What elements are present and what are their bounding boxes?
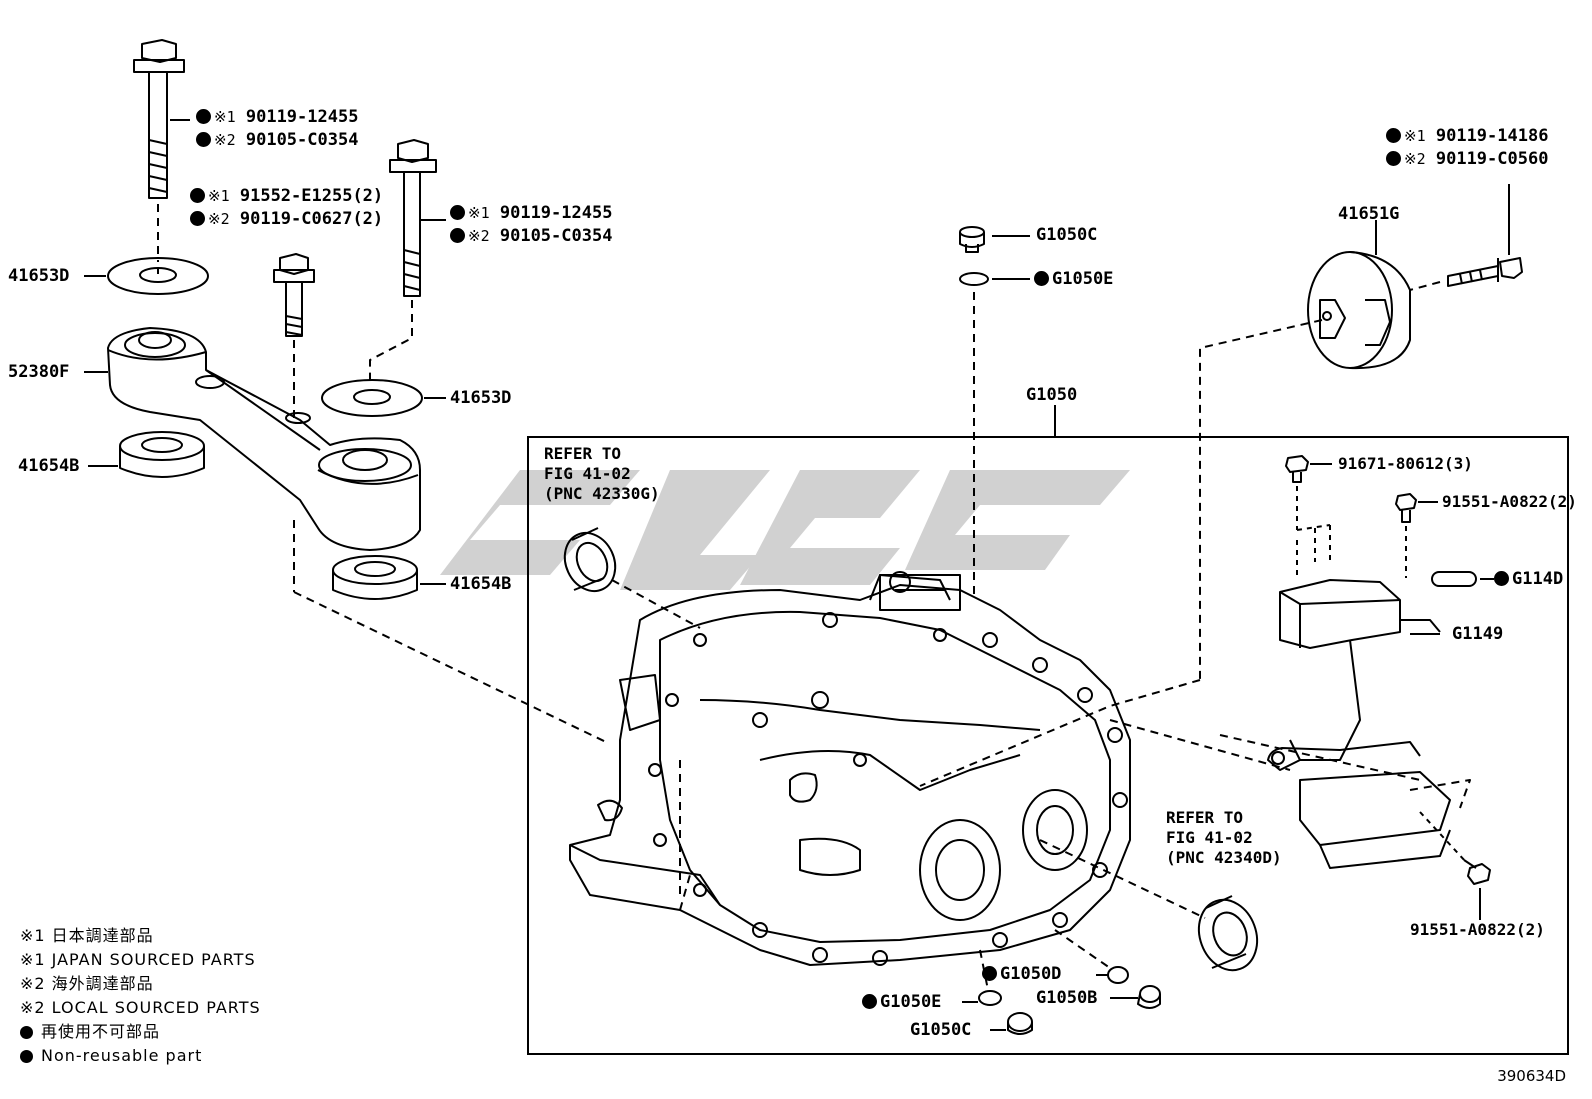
- bolt-upper-right: [1447, 257, 1523, 287]
- washer-41653D-right: [321, 379, 423, 417]
- washer-41653D-left: [107, 257, 209, 295]
- non-reusable-dot-icon: [1386, 128, 1401, 143]
- bracket-52380F: [107, 327, 421, 551]
- note-refer-left: REFER TO FIG 41-02 (PNC 42330G): [544, 444, 660, 503]
- part-number: 90119-14186: [1435, 126, 1549, 146]
- seal-G114D: [1431, 571, 1477, 587]
- non-reusable-dot-icon: [1494, 571, 1509, 586]
- label-G1050B: G1050B: [1036, 988, 1098, 1008]
- label-41654B-left: 41654B: [18, 456, 80, 476]
- label-41651G: 41651G: [1338, 204, 1400, 224]
- non-reusable-dot-icon: [450, 205, 465, 220]
- harness-G1149: [1267, 579, 1451, 869]
- label-G1149: G1149: [1452, 624, 1504, 644]
- callout-bolt-upper-center-japan: ※1 90119-12455: [450, 203, 612, 223]
- legend-local-en: ※2 LOCAL SOURCED PARTS: [20, 998, 261, 1017]
- label-41654B-right: 41654B: [450, 574, 512, 594]
- assembly-frame: [527, 436, 1569, 1055]
- diagram-id: 390634D: [1497, 1067, 1566, 1085]
- callout-bolt-upper-left-local: ※2 90105-C0354: [196, 130, 358, 150]
- note-refer-right: REFER TO FIG 41-02 (PNC 42340D): [1166, 808, 1282, 867]
- callout-bolt-upper-left-japan: ※1 90119-12455: [196, 107, 358, 127]
- callout-bolt-upper-right-japan: ※1 90119-14186: [1386, 126, 1548, 146]
- bolt-upper-left: [133, 39, 185, 199]
- bolt-middle: [273, 253, 315, 337]
- label-41653D-right: 41653D: [450, 388, 512, 408]
- mount-41651G: [1307, 251, 1411, 370]
- non-reusable-dot-icon: [196, 109, 211, 124]
- label-G1050E-bottom: G1050E: [862, 992, 941, 1012]
- callout-bolt-upper-right-local: ※2 90119-C0560: [1386, 149, 1548, 169]
- bushing-41654B-left: [119, 431, 205, 478]
- non-reusable-dot-icon: [1386, 151, 1401, 166]
- label-91551-A0822-upper: 91551-A0822(2): [1442, 492, 1577, 511]
- label-G1050C-bottom: G1050C: [910, 1020, 972, 1040]
- legend-local-jp: ※2 海外調達部品: [20, 974, 154, 993]
- watermark-logo: [440, 470, 1130, 590]
- gasket-G1050E-bottom: [978, 990, 1002, 1006]
- label-G1050C-top: G1050C: [1036, 225, 1098, 245]
- non-reusable-dot-icon: [982, 966, 997, 981]
- bolt-91551-lower: [1463, 859, 1491, 885]
- non-reusable-dot-icon: [190, 188, 205, 203]
- part-number: 90119-C0627(2): [239, 209, 384, 229]
- legend: ※1 日本調達部品 ※1 JAPAN SOURCED PARTS ※2 海外調達…: [20, 924, 261, 1068]
- part-number: 90119-C0560: [1435, 149, 1549, 169]
- legend-japan-en: ※1 JAPAN SOURCED PARTS: [20, 950, 256, 969]
- callout-bolt-middle-local: ※2 90119-C0627(2): [190, 209, 383, 229]
- gasket-top: [959, 272, 989, 286]
- non-reusable-dot-icon: [196, 132, 211, 147]
- oil-seal-right: [1197, 895, 1259, 972]
- legend-nonreusable-jp: 再使用不可部品: [20, 1020, 261, 1044]
- non-reusable-dot-icon: [20, 1050, 33, 1063]
- bolt-upper-center: [389, 139, 437, 297]
- plug-G1050B: [1137, 985, 1161, 1009]
- label-G114D: G114D: [1494, 569, 1563, 589]
- bushing-41654B-right: [332, 555, 418, 600]
- callout-bolt-middle-japan: ※1 91552-E1255(2): [190, 186, 383, 206]
- label-91551-A0822-lower: 91551-A0822(2): [1410, 920, 1545, 939]
- label-52380F: 52380F: [8, 362, 70, 382]
- legend-nonreusable-en: Non-reusable part: [20, 1044, 261, 1068]
- label-G1050E-top: G1050E: [1034, 269, 1113, 289]
- non-reusable-dot-icon: [450, 228, 465, 243]
- part-number: 91552-E1255(2): [239, 186, 384, 206]
- legend-japan-jp: ※1 日本調達部品: [20, 926, 154, 945]
- part-number: 90105-C0354: [245, 130, 359, 150]
- bolt-91671: [1285, 455, 1309, 483]
- transaxle-housing: [569, 571, 1131, 966]
- part-number: 90105-C0354: [499, 226, 613, 246]
- non-reusable-dot-icon: [20, 1026, 33, 1039]
- label-91671-80612: 91671-80612(3): [1338, 454, 1473, 473]
- part-number: 90119-12455: [499, 203, 613, 223]
- label-G1050: G1050: [1026, 385, 1078, 405]
- part-number: 90119-12455: [245, 107, 359, 127]
- gasket-G1050D: [1107, 966, 1129, 984]
- label-G1050D: G1050D: [982, 964, 1061, 984]
- drain-plug-top: [959, 226, 985, 253]
- non-reusable-dot-icon: [1034, 271, 1049, 286]
- callout-bolt-upper-center-local: ※2 90105-C0354: [450, 226, 612, 246]
- oil-seal-left: [563, 527, 617, 593]
- non-reusable-dot-icon: [862, 994, 877, 1009]
- non-reusable-dot-icon: [190, 211, 205, 226]
- plug-G1050C-bottom: [1007, 1012, 1033, 1035]
- bolt-91551-upper: [1395, 493, 1417, 523]
- label-41653D-left: 41653D: [8, 266, 70, 286]
